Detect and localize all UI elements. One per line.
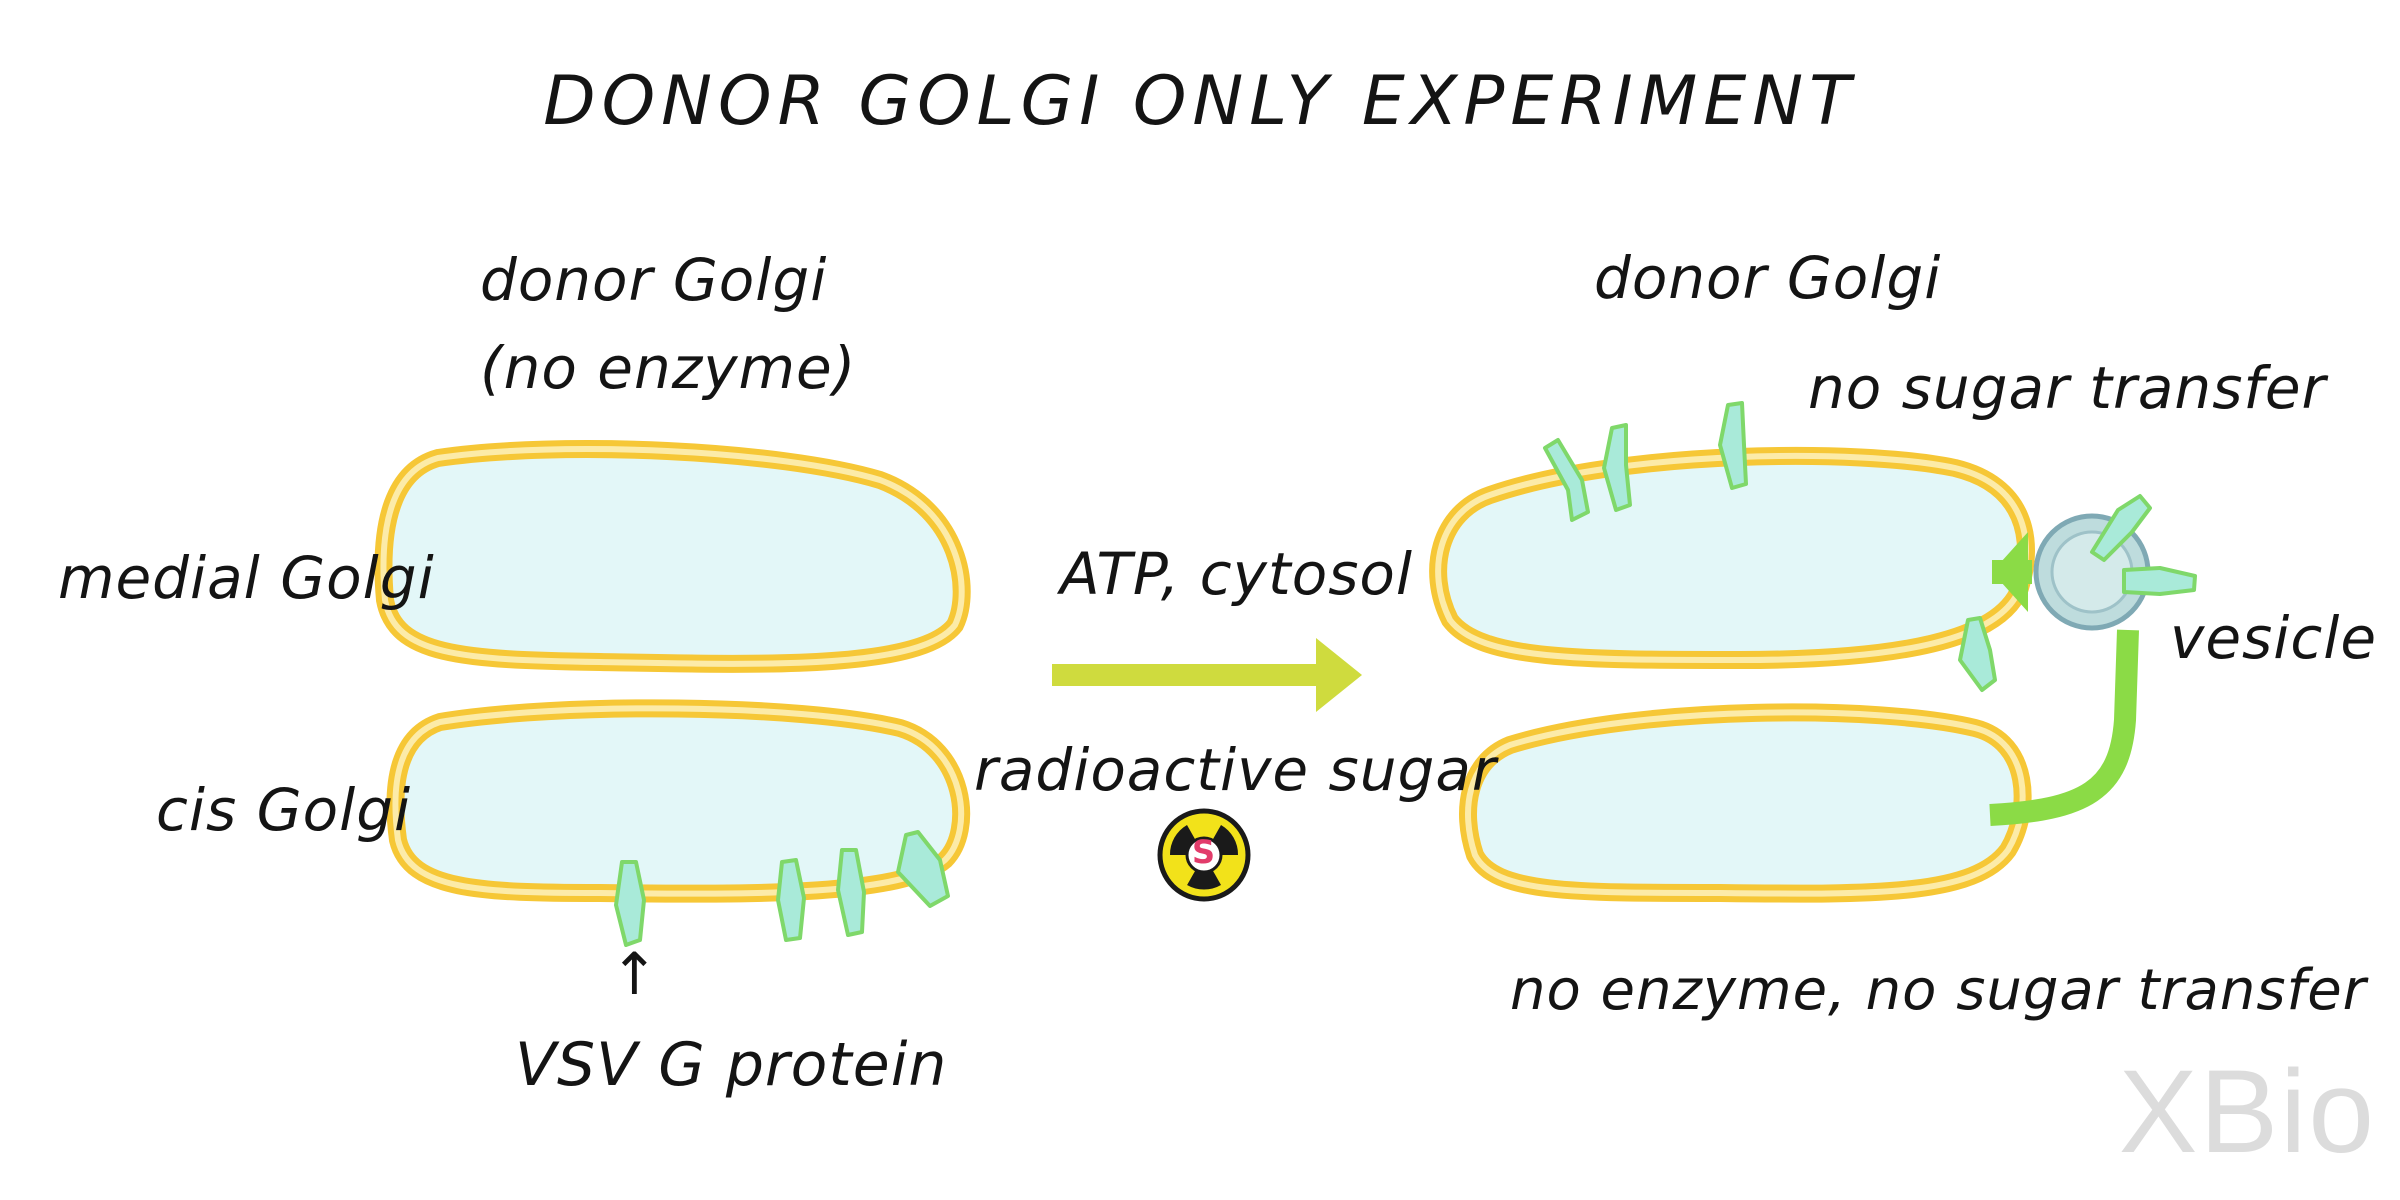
right-heading: donor Golgi: [1594, 244, 1942, 312]
radioactive-sugar-icon: [1157, 808, 1251, 902]
right-lower-membrane: [1459, 703, 2032, 903]
no-enzyme-label: no enzyme, no sugar transfer: [1510, 958, 2367, 1023]
vsvg-protein: [614, 860, 646, 947]
left-heading-line2: (no enzyme): [480, 334, 857, 402]
right-vsvg-proteins: [1543, 401, 2197, 692]
vsvg-protein: [1543, 438, 1590, 522]
vsvg-protein: [1718, 401, 1748, 490]
no-sugar-transfer-label: no sugar transfer: [1808, 354, 2327, 422]
vesicle-label: vesicle: [2170, 604, 2378, 672]
left-vsvg-proteins: [614, 830, 950, 947]
vsvg-protein: [896, 830, 950, 908]
process-arrow: [1052, 638, 1362, 712]
left-cis-membrane: [386, 699, 971, 903]
medial-golgi-label: medial Golgi: [58, 544, 435, 612]
radioactive-sugar-label: radioactive sugar: [974, 736, 1497, 804]
vsvg-protein: [776, 858, 806, 942]
vsvg-protein: [1958, 616, 1997, 692]
vsvg-protein: [836, 848, 866, 937]
radioactive-sugar-letter: S: [1191, 833, 1217, 871]
cis-golgi-label: cis Golgi: [156, 776, 412, 844]
right-lower-cisterna: [1459, 703, 2032, 903]
vsv-g-protein-label: VSV G protein: [515, 1030, 948, 1100]
vsvg-protein: [1602, 423, 1632, 512]
xbio-logo: XBio: [2118, 1046, 2376, 1178]
left-heading-line1: donor Golgi: [480, 246, 828, 314]
vsvg-protein: [2090, 494, 2152, 562]
atp-cytosol-label: ATP, cytosol: [1060, 540, 1414, 608]
protein-pointer-arrow: ↑: [610, 940, 660, 1008]
left-medial-cisterna: [374, 440, 971, 673]
transport-arrow: [1989, 532, 2139, 826]
diagram-title: DONOR GOLGI ONLY EXPERIMENT: [543, 62, 1857, 141]
left-cis-cisterna: [386, 699, 971, 903]
vsvg-protein: [2122, 566, 2197, 596]
